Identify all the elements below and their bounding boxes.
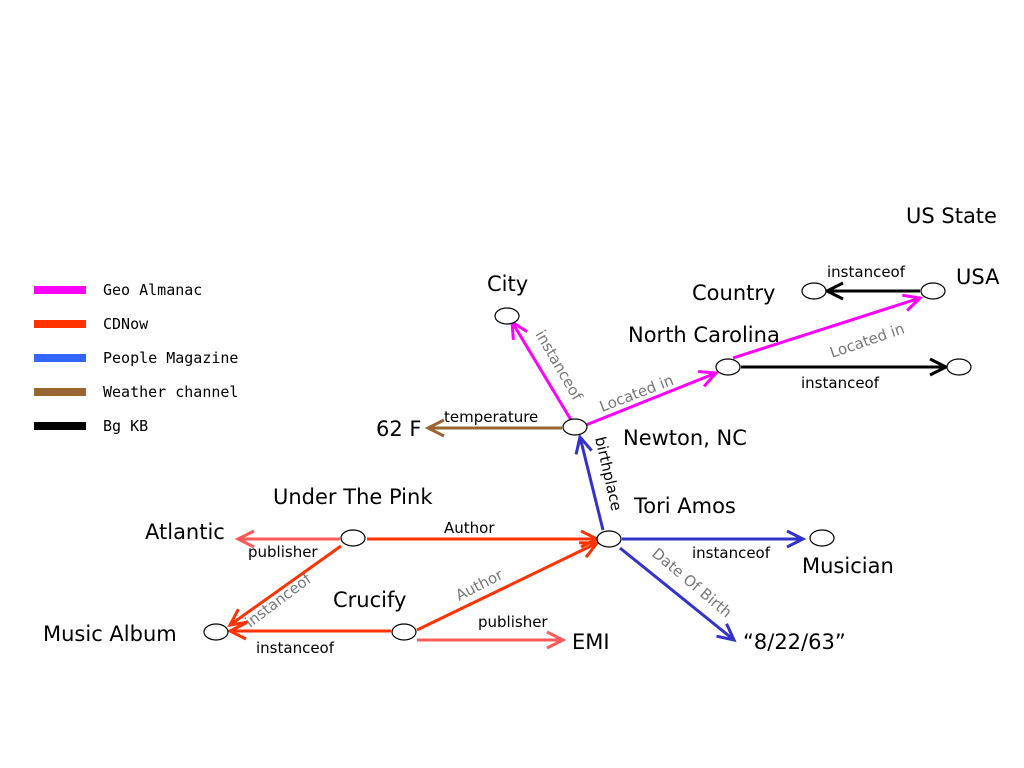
edge-label: Located in: [827, 319, 906, 361]
label-newton: Newton, NC: [623, 426, 747, 450]
node-music-album[interactable]: [203, 623, 229, 641]
node-tori-amos[interactable]: [596, 530, 622, 548]
node-us-state[interactable]: [946, 358, 972, 376]
label-atlantic: Atlantic: [145, 520, 225, 544]
node-north-carolina[interactable]: [715, 358, 741, 376]
edge-tori-dob: [619, 546, 737, 643]
label-temp-value: 62 F: [376, 417, 421, 441]
node-newton[interactable]: [562, 418, 588, 436]
label-musician: Musician: [802, 554, 894, 578]
edge-label: publisher: [248, 543, 318, 561]
edge-pink-album: [227, 544, 342, 627]
legend-swatch-cdnow: [34, 320, 86, 328]
edge-label: Author: [444, 519, 495, 537]
edge-crucify-tori: [416, 541, 601, 632]
label-tori-amos: Tori Amos: [633, 494, 736, 518]
label-north-carolina: North Carolina: [628, 323, 780, 347]
label-country: Country: [692, 281, 775, 305]
edge-label: instanceof: [801, 374, 880, 392]
node-labels: US State USA Country City North Carolina…: [43, 204, 1000, 654]
label-dob-value: “8/22/63”: [743, 630, 846, 654]
edge-tori-newton: [574, 433, 605, 531]
edge-label: instanceof: [242, 569, 316, 631]
nodes: [203, 282, 972, 641]
edge-label: instanceof: [692, 544, 771, 562]
edge-label: instanceof: [256, 639, 335, 657]
legend-label: Weather channel: [103, 383, 238, 401]
legend-label: CDNow: [103, 315, 149, 333]
legend-swatch-geo: [34, 286, 86, 294]
legend-label: People Magazine: [103, 349, 238, 367]
label-under-the-pink: Under The Pink: [273, 485, 433, 509]
edge-nc-usa: [732, 293, 924, 360]
node-usa[interactable]: [920, 282, 946, 300]
edge-label: publisher: [478, 613, 548, 631]
node-crucify[interactable]: [391, 623, 417, 641]
edge-label: temperature: [444, 408, 538, 426]
legend: Geo Almanac CDNow People Magazine Weathe…: [34, 281, 238, 435]
legend-swatch-weather: [34, 388, 86, 396]
edge-newton-city: [510, 319, 573, 421]
label-us-state: US State: [906, 204, 997, 228]
node-country[interactable]: [801, 282, 827, 300]
node-musician[interactable]: [809, 529, 835, 547]
label-usa: USA: [956, 265, 1000, 289]
edge-newton-nc: [585, 370, 720, 427]
label-city: City: [487, 272, 528, 296]
label-crucify: Crucify: [333, 588, 406, 612]
legend-swatch-bgkb: [34, 422, 86, 430]
node-city[interactable]: [494, 307, 520, 325]
legend-label: Bg KB: [103, 417, 148, 435]
node-under-the-pink[interactable]: [340, 529, 366, 547]
edge-label: instanceof: [827, 263, 906, 281]
label-emi: EMI: [572, 630, 610, 654]
edges: [226, 281, 950, 650]
label-music-album: Music Album: [43, 622, 177, 646]
legend-swatch-people: [34, 354, 86, 362]
legend-label: Geo Almanac: [103, 281, 202, 299]
